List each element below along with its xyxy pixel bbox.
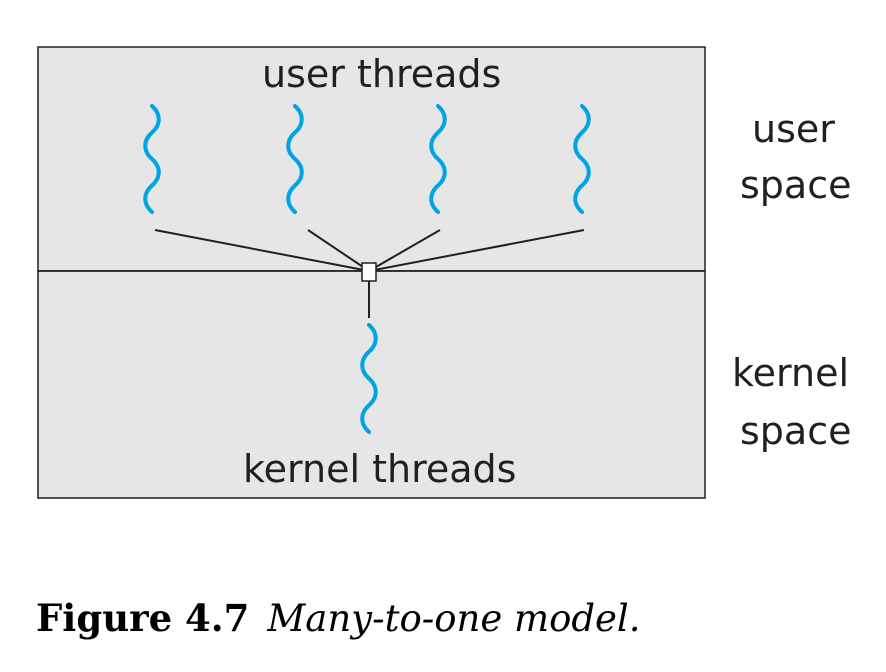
user-thread-3 — [429, 104, 447, 214]
connector-line-3 — [368, 229, 441, 272]
kernel-threads — [360, 323, 378, 434]
user-thread-4 — [573, 104, 591, 214]
kernel-space-label-line1: kernel — [732, 351, 850, 395]
user-threads — [143, 104, 591, 214]
user-threads-label: user threads — [262, 52, 502, 96]
mapping-node — [361, 262, 377, 282]
kernel-space-panel — [37, 270, 706, 499]
user-space-label-line2: space — [740, 163, 852, 207]
figure-number: Figure 4.7 — [36, 596, 250, 640]
thread-connectors — [154, 229, 585, 318]
figure-title: Many-to-one model. — [267, 597, 641, 640]
figure-caption: Figure 4.7 Many-to-one model. — [36, 597, 641, 640]
user-thread-1 — [143, 104, 161, 214]
connector-line-4 — [368, 229, 585, 272]
connector-line-1 — [154, 229, 370, 272]
connector-line-2 — [307, 229, 370, 272]
user-thread-2 — [286, 104, 304, 214]
kernel-thread-1 — [360, 323, 378, 434]
kernel-space-label-line2: space — [740, 409, 852, 453]
kernel-threads-label: kernel threads — [243, 447, 517, 491]
user-space-label-line1: user — [752, 107, 835, 151]
